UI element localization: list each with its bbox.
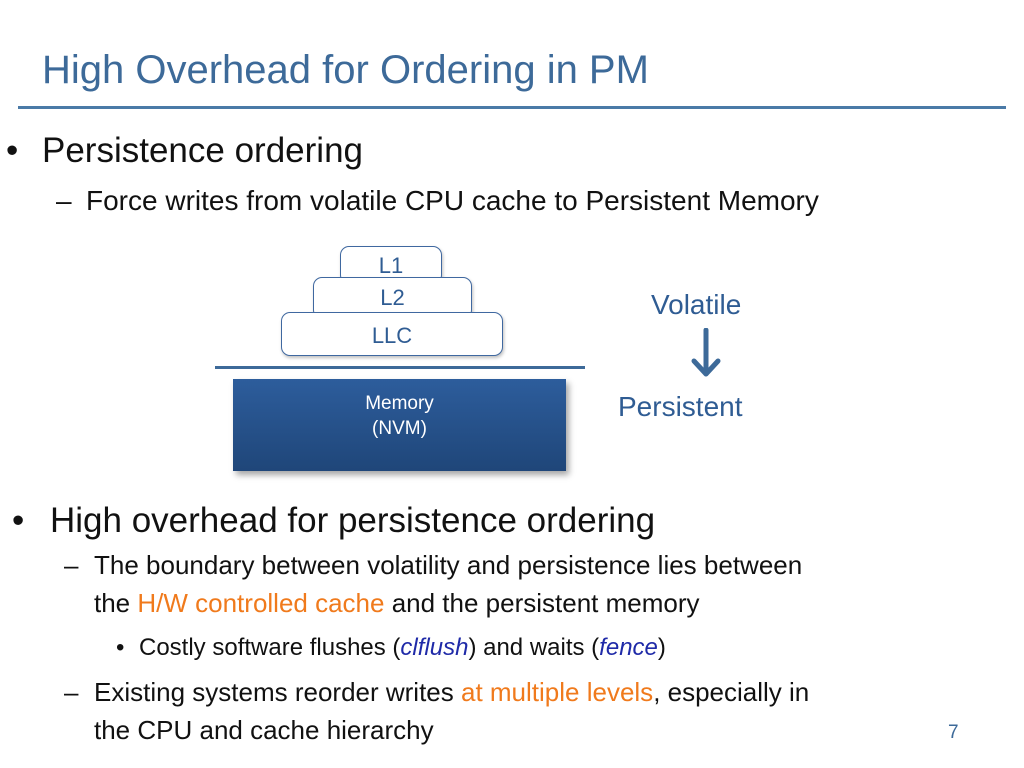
title-underline xyxy=(18,106,1006,109)
slide-title: High Overhead for Ordering in PM xyxy=(42,48,649,92)
nvm-label: (NVM) xyxy=(372,418,427,439)
volatile-label: Volatile xyxy=(651,289,742,320)
boundary-point-line2: the H/W controlled cache and the persist… xyxy=(94,588,700,619)
dash-marker: – xyxy=(56,185,72,216)
costly-flushes-point: Costly software flushes (clflush) and wa… xyxy=(139,634,666,662)
text-fragment: Existing systems reorder writes xyxy=(94,677,461,707)
text-fragment: Costly software flushes ( xyxy=(139,634,401,661)
cache-label-l2: L2 xyxy=(380,285,405,310)
highlight-multiple-levels: at multiple levels xyxy=(460,677,654,707)
bullet-marker: • xyxy=(12,501,25,540)
text-fragment: ) and waits ( xyxy=(468,634,600,661)
sub-point-force-writes: Force writes from volatile CPU cache to … xyxy=(86,185,819,216)
text-fragment: , especially in xyxy=(653,677,810,707)
dash-marker: – xyxy=(64,677,79,707)
page-number: 7 xyxy=(948,722,959,743)
memory-label: Memory xyxy=(365,393,434,414)
heading-high-overhead: High overhead for persistence ordering xyxy=(50,501,656,540)
text-fragment: ) xyxy=(657,634,666,661)
memory-nvm-box: Memory (NVM) xyxy=(233,379,566,471)
text-fragment: and the persistent memory xyxy=(384,588,700,618)
bullet-marker: • xyxy=(6,131,19,170)
highlight-hw-controlled-cache: H/W controlled cache xyxy=(137,588,385,618)
boundary-point-line1: The boundary between volatility and pers… xyxy=(94,550,803,580)
cache-label-llc: LLC xyxy=(371,323,413,348)
reorder-point-line2: the CPU and cache hierarchy xyxy=(94,715,434,745)
arrow-down-icon xyxy=(691,328,721,377)
heading-persistence-ordering: Persistence ordering xyxy=(42,131,363,170)
sub-bullet-marker: • xyxy=(116,634,125,661)
fence-term: fence xyxy=(599,634,658,661)
volatility-boundary-line xyxy=(215,366,585,369)
cache-level-llc: LLC xyxy=(281,312,503,356)
clflush-term: clflush xyxy=(400,634,469,661)
dash-marker: – xyxy=(64,550,79,580)
cache-label-l1: L1 xyxy=(378,253,404,278)
persistent-label: Persistent xyxy=(618,391,743,422)
reorder-point-line1: Existing systems reorder writes at multi… xyxy=(94,677,809,708)
text-fragment: the xyxy=(94,588,138,618)
